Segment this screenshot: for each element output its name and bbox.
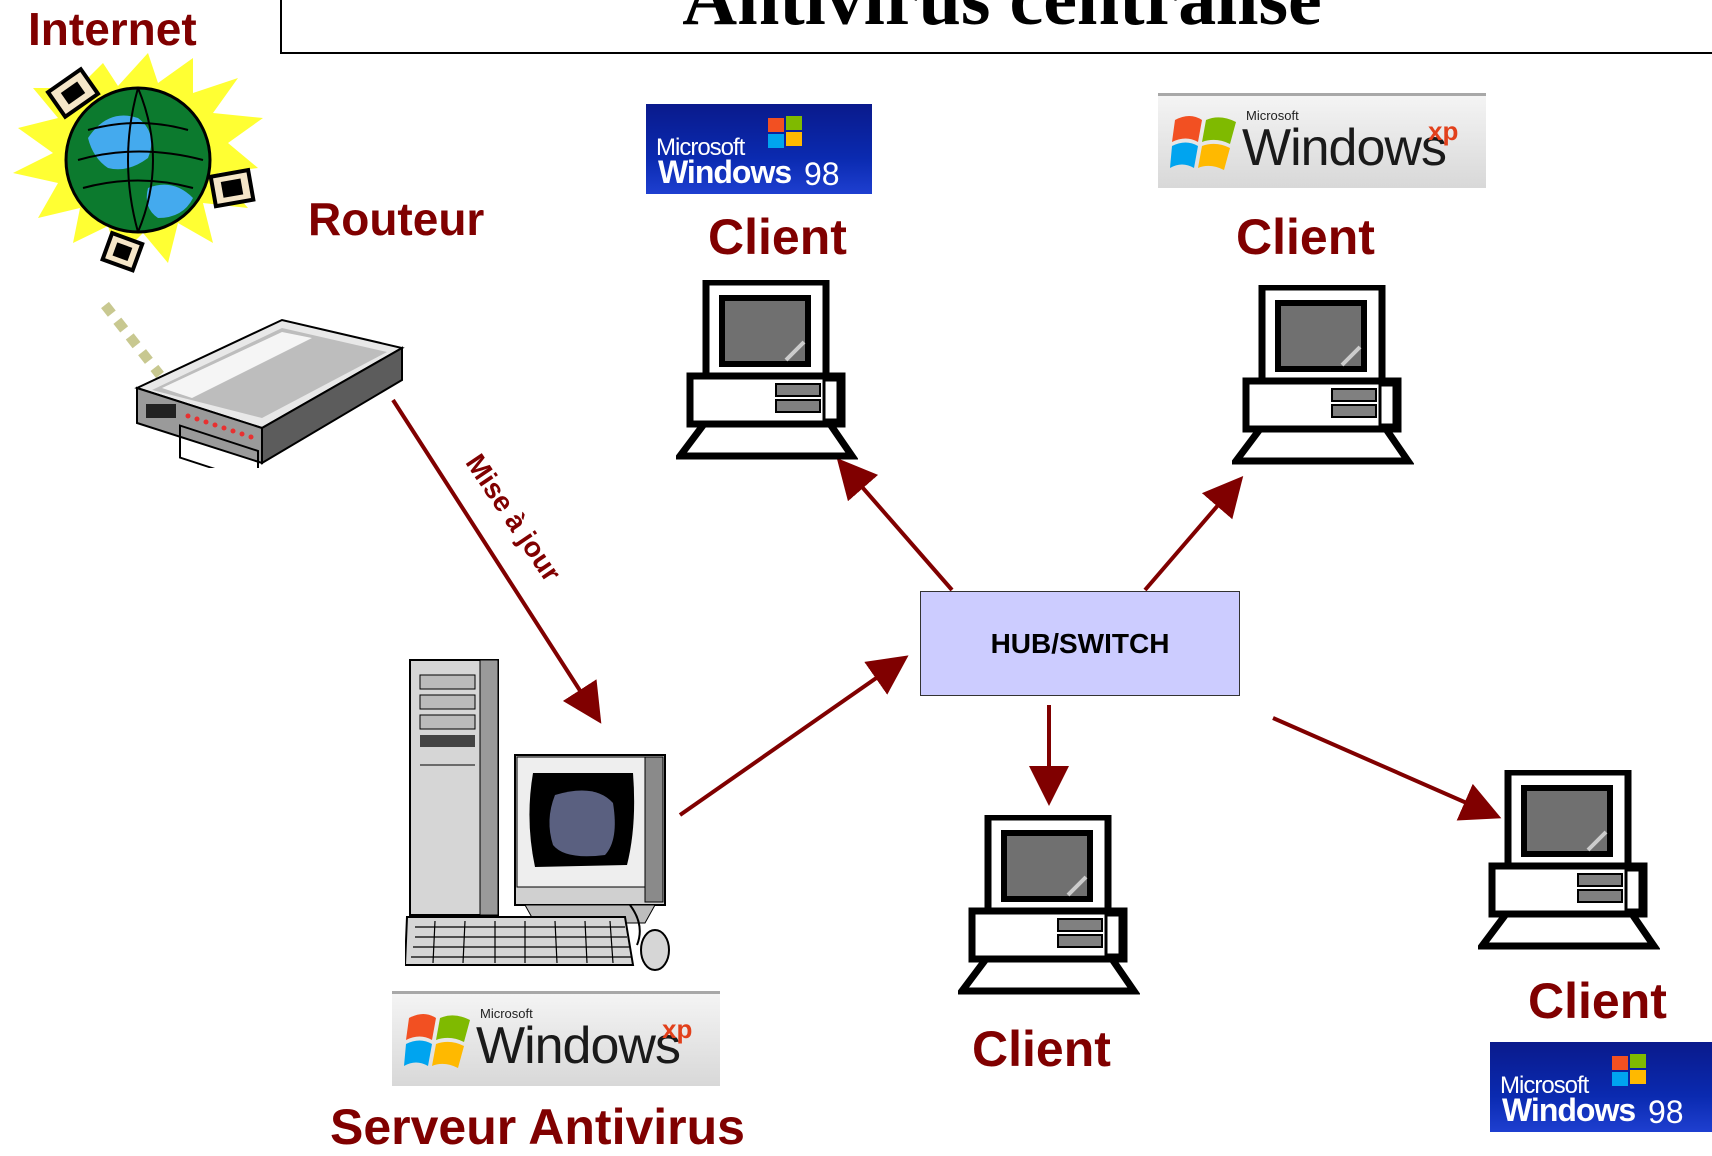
page-title: Antivirus centralisé: [282, 0, 1712, 43]
badge-windows: Windows: [476, 1017, 681, 1075]
badge-xp: xp: [1428, 116, 1459, 146]
badge-microsoft: Microsoft: [656, 134, 745, 161]
windows-flag-icon: [404, 1014, 470, 1068]
server-computer-icon: [405, 659, 670, 971]
badge-xp: xp: [662, 1014, 693, 1044]
client-label: Client: [1236, 209, 1375, 265]
client-computer-icon: [958, 815, 1140, 995]
badge-windows: Windows: [658, 154, 792, 190]
hub-client4-arrow: [1272, 716, 1502, 821]
windows-flag-icon: [1612, 1054, 1646, 1086]
badge-98: 98: [1648, 1094, 1684, 1130]
client4-os-badge: Microsoft Windows 98: [1490, 1042, 1712, 1132]
hub-client1-arrow: [836, 457, 954, 592]
client-label: Client: [972, 1021, 1111, 1077]
title-box: Antivirus centralisé: [280, 0, 1712, 54]
client-computer-icon: [676, 280, 858, 460]
server-label: Serveur Antivirus: [330, 1099, 745, 1155]
update-arrow: [391, 398, 602, 724]
badge-microsoft: Microsoft: [1500, 1072, 1589, 1099]
internet-label: Internet: [28, 3, 197, 55]
client-label: Client: [1528, 973, 1667, 1029]
windows-flag-icon: [768, 116, 802, 148]
badge-windows: Windows: [1502, 1092, 1636, 1128]
badge-windows: Windows: [1242, 119, 1447, 177]
client-computer-icon: [1232, 285, 1414, 465]
client1-os-badge: Microsoft Windows 98: [646, 104, 872, 194]
windows-flag-icon: [1170, 116, 1236, 170]
server-hub-arrow: [678, 655, 909, 817]
badge-microsoft: Microsoft: [480, 1006, 533, 1021]
hub-client2-arrow: [1143, 475, 1244, 592]
client-computer-icon: [1478, 770, 1660, 950]
client-label: Client: [708, 209, 847, 265]
globe-satellite-icon: [13, 53, 263, 273]
server-os-badge: Microsoft Windows xp: [392, 991, 720, 1086]
router-label: Routeur: [308, 193, 485, 245]
router-icon: [134, 318, 405, 468]
client2-os-badge: Microsoft Windows xp: [1158, 93, 1486, 188]
badge-98: 98: [804, 156, 840, 192]
hub-switch: HUB/SWITCH: [920, 591, 1240, 696]
badge-microsoft: Microsoft: [1246, 108, 1299, 123]
internet-router-link: [101, 301, 164, 379]
